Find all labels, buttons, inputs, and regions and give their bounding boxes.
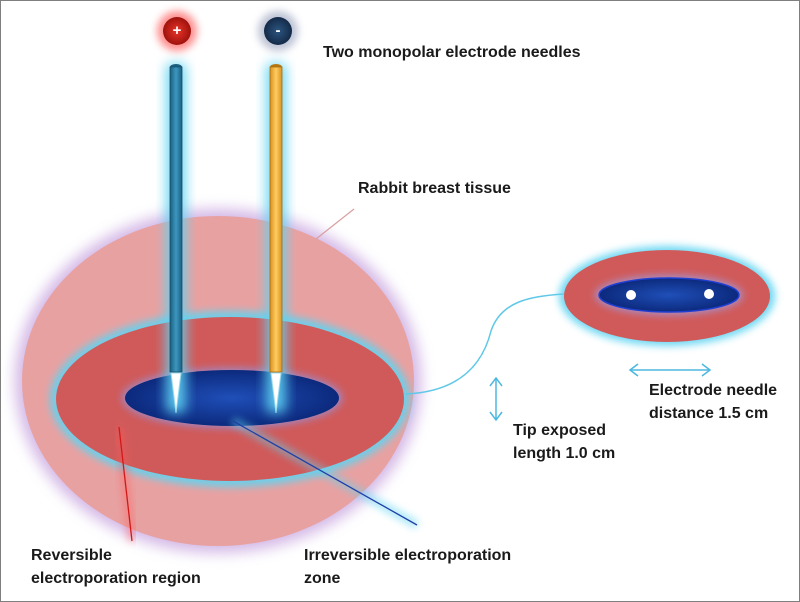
- irreversible-pointer-line: [231, 417, 419, 529]
- distance-arrow: [627, 363, 713, 377]
- tissue-label: Rabbit breast tissue: [358, 180, 511, 197]
- tip-length-arrow: [489, 376, 503, 422]
- inset-positive-needle-dot: [626, 290, 636, 300]
- reversible-label: Reversible electroporation region: [31, 547, 201, 587]
- positive-sign: +: [172, 22, 182, 39]
- tissue-pointer-line: [315, 208, 355, 240]
- tip-label: Tip exposed length 1.0 cm: [513, 422, 616, 462]
- positive-terminal: [157, 11, 197, 51]
- negative-terminal: [258, 11, 298, 51]
- positive-needle: [166, 63, 186, 414]
- irreversible-label: Irreversible electroporation zone: [304, 547, 512, 587]
- negative-needle: [266, 63, 286, 414]
- connector-curve: [405, 293, 565, 395]
- positive-needle-tip: [170, 372, 182, 414]
- reversible-pointer-line: [115, 426, 136, 542]
- irreversible-zone-ellipse: [122, 368, 342, 428]
- needles-label: Two monopolar electrode needles: [323, 44, 581, 61]
- negative-needle-tip: [270, 372, 282, 414]
- distance-label: Electrode needle distance 1.5 cm: [649, 382, 778, 422]
- inset-negative-needle-dot: [704, 289, 714, 299]
- negative-sign: -: [275, 22, 281, 39]
- cross-section-inset: [559, 246, 775, 346]
